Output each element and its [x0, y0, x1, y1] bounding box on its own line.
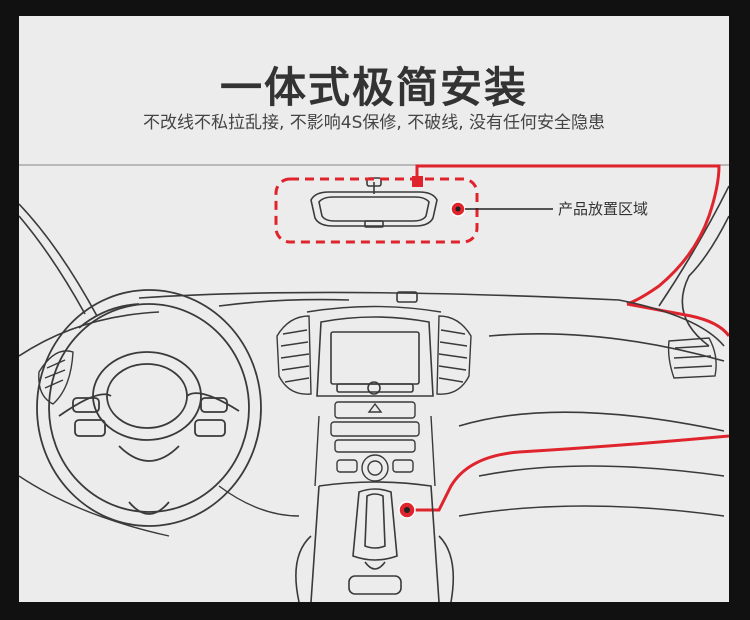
power-socket — [398, 501, 416, 519]
left-air-vent — [38, 350, 74, 405]
infotainment-screen-icon — [316, 316, 434, 397]
right-a-pillar — [658, 185, 729, 347]
steering-wheel-icon — [36, 289, 262, 527]
illustration-panel: 一体式极简安装 不改线不私拉乱接, 不影响4S保修, 不破线, 没有任何安全隐患… — [19, 16, 729, 602]
page-title: 一体式极简安装 — [219, 63, 528, 112]
left-a-pillar — [19, 203, 98, 317]
placement-area-label: 产品放置区域 — [558, 200, 649, 218]
right-air-vent — [667, 337, 717, 379]
lower-panels — [19, 475, 725, 537]
climate-controls — [314, 401, 436, 487]
placement-area-box — [274, 177, 479, 244]
page-subtitle: 不改线不私拉乱接, 不影响4S保修, 不破线, 没有任何安全隐患 — [142, 113, 606, 133]
cable-route — [411, 164, 729, 512]
callout-pointer — [450, 201, 553, 217]
center-vents — [276, 305, 472, 395]
cable-connector — [412, 176, 423, 187]
car-interior-illustration — [19, 164, 729, 602]
rear-view-mirror-icon — [310, 177, 438, 228]
center-console — [295, 481, 455, 602]
